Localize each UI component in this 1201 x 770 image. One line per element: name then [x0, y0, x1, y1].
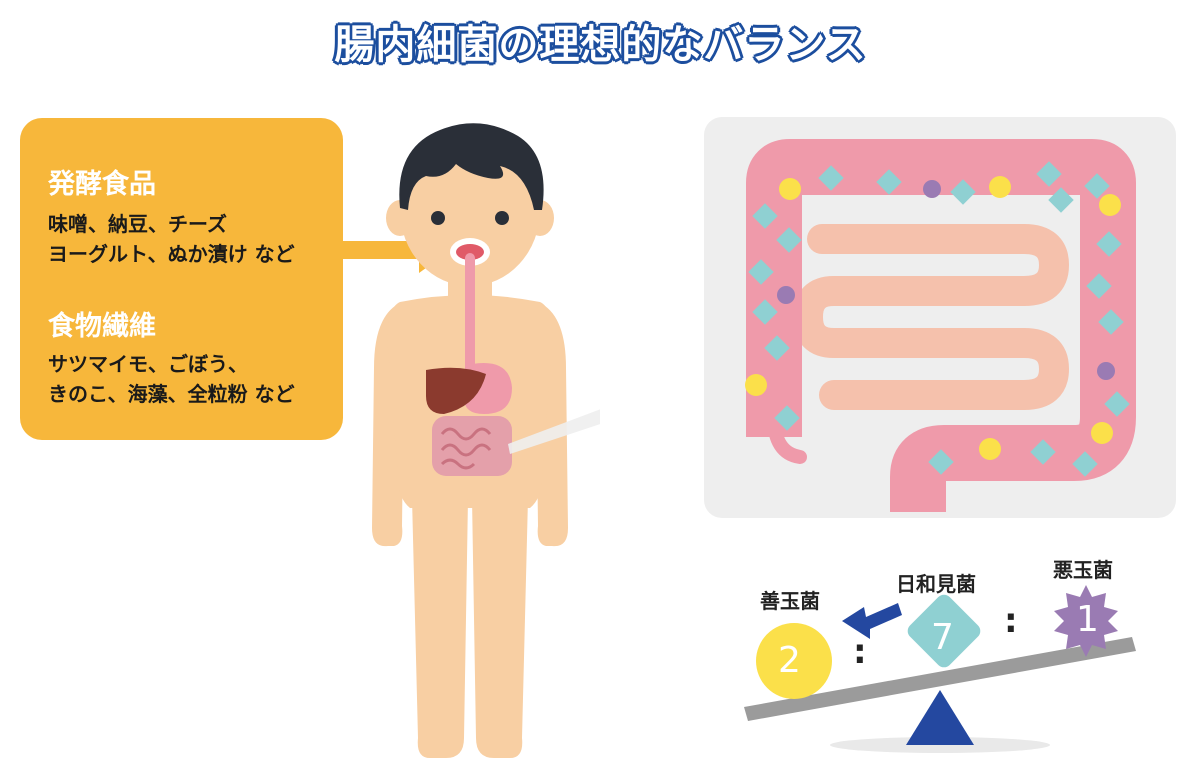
human-body-figure: [372, 123, 600, 758]
arrow-left-icon: [842, 603, 902, 639]
seesaw-beam: [744, 637, 1136, 721]
neutral-bacteria-value: 7: [931, 617, 954, 658]
neutral-bacteria-label: 日和見菌: [896, 572, 976, 596]
fiber-line-1: サツマイモ、ごぼう、: [48, 352, 248, 376]
fiber-line-2: きのこ、海藻、全粒粉 など: [48, 382, 295, 406]
good-bacteria-circle: [756, 623, 832, 699]
fiber-heading: 食物繊維: [48, 311, 156, 342]
bad-bacteria-label: 悪玉菌: [1053, 558, 1113, 582]
fulcrum-icon: [906, 690, 974, 745]
neutral-bacteria-diamond: [907, 594, 981, 668]
food-info-box: 発酵食品 味噌、納豆、チーズ ヨーグルト、ぬか漬け など 食物繊維 サツマイモ、…: [20, 118, 343, 440]
bacteria-balance-seesaw: [744, 585, 1136, 753]
page-title: 腸内細菌の理想的なバランス: [334, 22, 867, 68]
fermented-line-1: 味噌、納豆、チーズ: [48, 212, 227, 236]
bad-bacteria-value: 1: [1076, 599, 1099, 640]
ratio-separator-2: :: [1004, 601, 1018, 641]
large-intestine-illustration: [745, 139, 1136, 512]
fermented-line-2: ヨーグルト、ぬか漬け など: [48, 242, 295, 266]
bad-bacteria-star: [1054, 585, 1118, 657]
intestine-detail-panel: [704, 117, 1176, 518]
ratio-separator-1: :: [853, 632, 867, 672]
good-bacteria-label: 善玉菌: [760, 589, 820, 613]
fermented-heading: 発酵食品: [48, 169, 156, 200]
good-bacteria-value: 2: [778, 640, 801, 681]
